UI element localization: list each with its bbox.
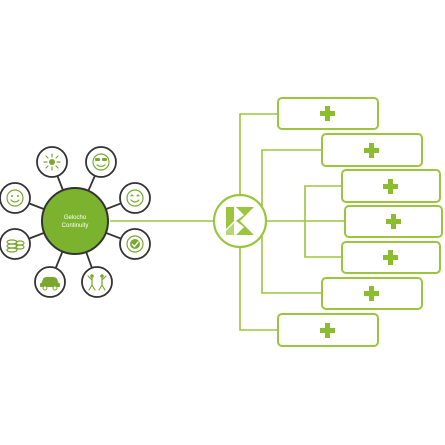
plus-icon	[364, 286, 379, 301]
petal-sun	[36, 146, 68, 178]
plus-box-2[interactable]	[321, 133, 423, 167]
plus-box-1[interactable]	[277, 97, 379, 130]
petal-check-badge	[119, 228, 151, 260]
car-icon	[40, 277, 60, 291]
k-logo-icon	[226, 207, 254, 235]
check-badge-icon	[126, 235, 144, 253]
plus-box-6[interactable]	[321, 277, 423, 310]
petal-smiley	[0, 182, 31, 214]
flower-cluster: Gelocho Continuity	[0, 146, 151, 298]
petal-coins	[0, 228, 31, 260]
plus-icon	[320, 323, 335, 338]
plus-icon	[383, 179, 398, 194]
k-logo-node	[212, 193, 268, 249]
plus-icon	[383, 250, 398, 265]
petal-car	[34, 266, 66, 298]
connector-box-5	[304, 221, 342, 258]
connector-box-7	[239, 245, 278, 331]
plus-icon	[364, 143, 379, 158]
hub-title: Gelocho	[64, 215, 87, 221]
plus-box-5[interactable]	[341, 241, 441, 274]
hub-circle: Gelocho Continuity	[41, 187, 109, 255]
petal-sunglasses-face	[85, 146, 117, 178]
people-celebrating-icon	[87, 274, 107, 291]
connector-box-6	[261, 236, 322, 294]
plus-box-7[interactable]	[277, 313, 379, 347]
plus-icon	[386, 214, 401, 229]
tree-connectors	[239, 113, 345, 331]
plus-icon	[320, 106, 335, 121]
hub-subtitle: Continuity	[62, 223, 89, 229]
smile-face-icon	[126, 189, 144, 207]
plus-box-4[interactable]	[344, 205, 443, 238]
smiley-icon	[6, 189, 24, 207]
plus-box-3[interactable]	[341, 169, 441, 203]
petal-people-celebrating	[81, 266, 113, 298]
sunglasses-face-icon	[92, 153, 110, 171]
connector-box-3	[304, 185, 342, 221]
coins-icon	[6, 239, 25, 253]
connector-box-2	[261, 149, 322, 206]
petal-smile-face	[119, 182, 151, 214]
connector-box-1	[239, 113, 278, 197]
sun-icon	[43, 153, 61, 171]
